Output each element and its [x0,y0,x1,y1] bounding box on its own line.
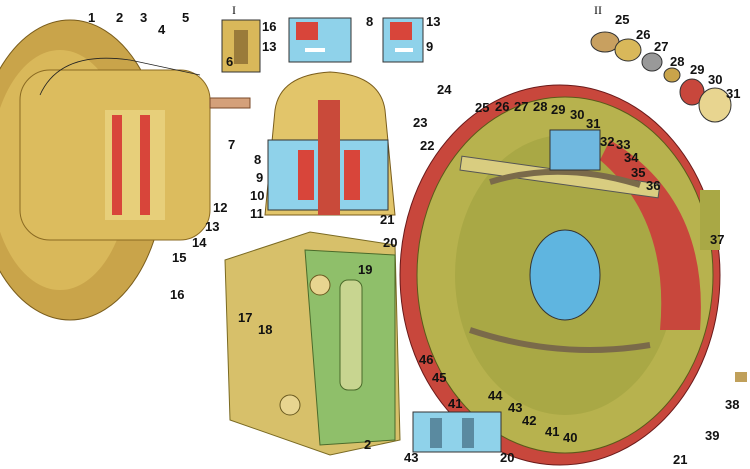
label: 6 [226,54,233,69]
label: 13 [426,14,440,29]
label: 1 [88,10,95,25]
label: 40 [563,430,577,445]
label: 23 [413,115,427,130]
label: 21 [673,452,687,467]
label: 15 [172,250,186,265]
callout-labels: 1 2 3 4 5 I 16 13 6 8 13 9 II 25 26 27 2… [88,3,740,467]
label: 9 [426,39,433,54]
label: 28 [533,99,547,114]
label: 16 [170,287,184,302]
label: 27 [514,99,528,114]
label: 21 [380,212,394,227]
label: 44 [488,388,503,403]
inset-i [221,17,424,73]
parts-ii [590,31,732,123]
label: 12 [213,200,227,215]
label: 41 [448,396,462,411]
label: 26 [495,99,509,114]
label: 7 [228,137,235,152]
label: 10 [250,188,264,203]
label: 22 [420,138,434,153]
label: 18 [258,322,272,337]
label: 13 [205,219,219,234]
label: 13 [262,39,276,54]
label: 2 [116,10,123,25]
label: 27 [654,39,668,54]
label: 26 [636,27,650,42]
label: 16 [262,19,276,34]
inset-section [412,411,502,453]
label: 24 [437,82,452,97]
label: 29 [551,102,565,117]
label: 30 [708,72,722,87]
label: 20 [500,450,514,465]
label: 17 [238,310,252,325]
label: 42 [522,413,536,428]
label: 19 [358,262,372,277]
label: 36 [646,178,660,193]
label: 34 [624,150,639,165]
label: 35 [631,165,645,180]
label: 25 [475,100,489,115]
label: 43 [404,450,418,465]
label: 45 [432,370,446,385]
label: 38 [725,397,739,412]
section-label: I [232,3,236,17]
label: 39 [705,428,719,443]
label: 28 [670,54,684,69]
label: 46 [419,352,433,367]
label: 29 [690,62,704,77]
label: 41 [545,424,559,439]
drum-brake-assembly [399,84,747,466]
caliper-bracket [224,231,401,456]
label: 31 [726,86,740,101]
brake-pad [140,115,150,215]
label: 9 [256,170,263,185]
label: 30 [570,107,584,122]
caliper-cross-section [264,71,396,216]
label: 4 [158,22,166,37]
label: 8 [254,152,261,167]
label: 20 [383,235,397,250]
label: 25 [615,12,629,27]
label: 31 [586,116,600,131]
label: 5 [182,10,189,25]
label: 32 [600,134,614,149]
label: 14 [192,235,207,250]
brake-pad [112,115,122,215]
disc-brake-assembly [0,19,251,321]
label: 37 [710,232,724,247]
label: 33 [616,137,630,152]
label: 43 [508,400,522,415]
label: 11 [250,206,264,221]
section-label: II [594,3,602,17]
label: 3 [140,10,147,25]
label: 2 [364,437,371,452]
label: 8 [366,14,373,29]
